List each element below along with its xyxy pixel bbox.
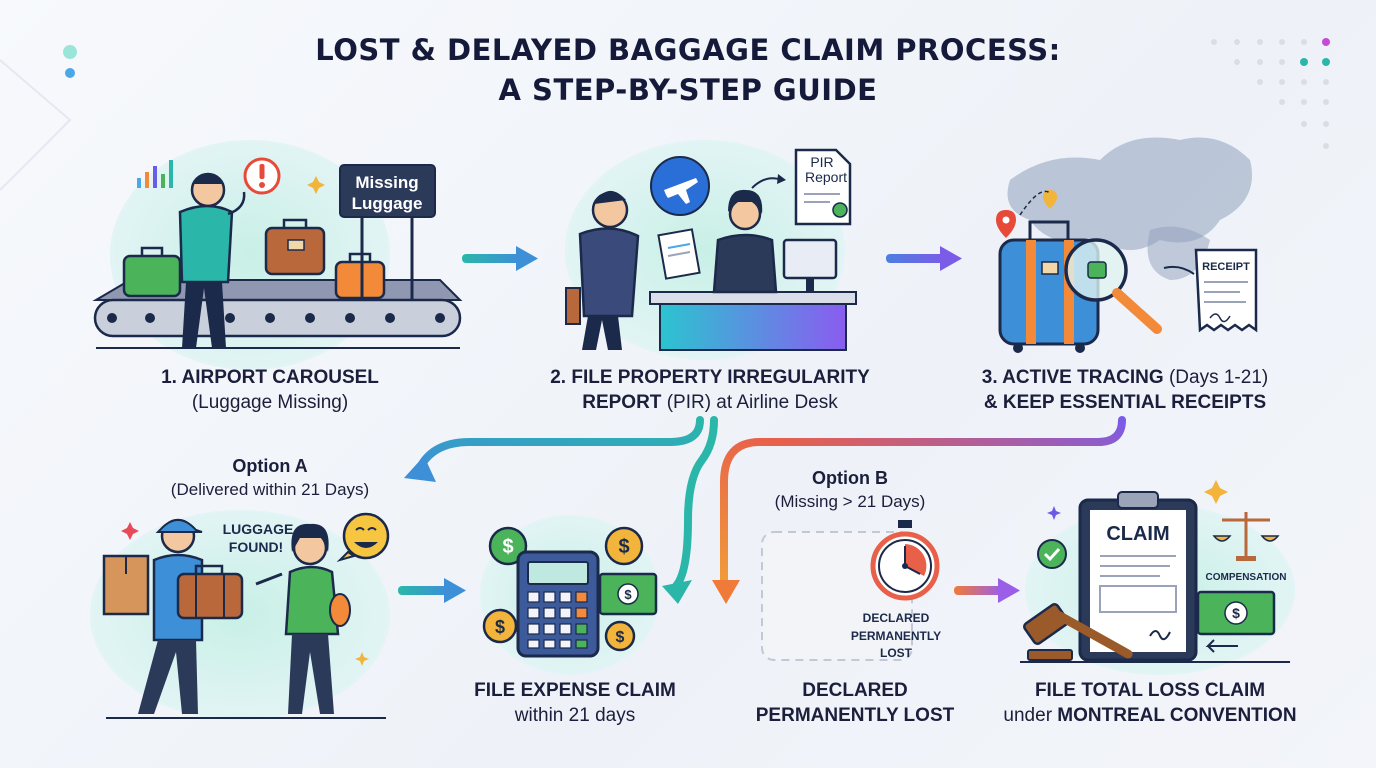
arrow-declared-to-claim — [954, 578, 1020, 603]
step2-caption: 2. FILE PROPERTY IRREGULARITY REPORT (PI… — [525, 365, 895, 415]
declared-line3: LOST — [880, 646, 913, 660]
missing-sign-line1: Missing — [355, 173, 418, 192]
receipt-label: RECEIPT — [1202, 261, 1250, 273]
luggage-found-line2: FOUND! — [229, 539, 283, 555]
svg-text:$: $ — [1232, 605, 1240, 621]
option-b-subtitle: (Missing > 21 Days) — [774, 492, 926, 511]
option-a-illustration: LUGGAGE FOUND! — [90, 510, 390, 720]
step3-illustration: RECEIPT — [996, 137, 1258, 353]
compensation-label: COMPENSATION — [1206, 572, 1287, 583]
arrow-option-a-to-expense — [398, 578, 466, 603]
declared-lost-illustration: DECLARED PERMANENTLY LOST — [761, 520, 941, 661]
step1-caption: 1. AIRPORT CAROUSEL (Luggage Missing) — [140, 365, 400, 415]
claim-subtitle-prefix: under — [1003, 705, 1058, 726]
flow-curve-option-a — [404, 416, 704, 482]
pir-doc-line2: Report — [805, 169, 847, 185]
page-title: LOST & DELAYED BAGGAGE CLAIM PROCESS: A … — [0, 30, 1376, 110]
svg-text:$: $ — [616, 629, 625, 646]
step2-subtitle: (PIR) at Airline Desk — [661, 392, 838, 413]
scale-icon — [1212, 512, 1280, 561]
title-line-1: LOST & DELAYED BAGGAGE CLAIM PROCESS: — [315, 33, 1061, 67]
check-icon — [832, 202, 848, 218]
expense-title: FILE EXPENSE CLAIM — [474, 680, 676, 701]
flow-curve-option-b — [712, 416, 1126, 604]
claim-subtitle-convention: MONTREAL CONVENTION — [1057, 705, 1297, 726]
bar-chart-icon — [137, 160, 173, 188]
svg-text:$: $ — [618, 536, 629, 558]
declared-caption: DECLARED PERMANENTLY LOST — [735, 678, 975, 728]
declared-title-line1: DECLARED — [802, 680, 908, 701]
arrow-step2-to-step3 — [886, 246, 962, 271]
option-a-label: Option A (Delivered within 21 Days) — [140, 455, 400, 501]
step1-title: 1. AIRPORT CAROUSEL — [161, 367, 379, 388]
claim-label: CLAIM — [1106, 523, 1169, 545]
airplane-icon — [650, 156, 710, 216]
declared-line2: PERMANENTLY — [851, 629, 941, 643]
alert-icon — [243, 157, 281, 195]
pir-doc-line1: PIR — [810, 154, 833, 170]
option-a-title: Option A — [232, 456, 308, 476]
decor-dots — [0, 38, 1330, 191]
magnifier-icon — [1064, 238, 1162, 334]
step3-title-line1: 3. ACTIVE TRACING — [981, 367, 1164, 388]
gavel-icon — [1023, 603, 1133, 661]
claim-illustration: CLAIM COMPENSATION $ — [1020, 480, 1295, 675]
location-pin-icon — [996, 210, 1016, 238]
step2-title-line2: REPORT — [582, 392, 662, 413]
step1-subtitle: (Luggage Missing) — [191, 392, 349, 413]
title-line-2: A STEP-BY-STEP GUIDE — [498, 73, 878, 107]
svg-text:$: $ — [495, 617, 505, 637]
claim-caption: FILE TOTAL LOSS CLAIM under MONTREAL CON… — [985, 678, 1315, 728]
arrow-step1-to-step2 — [462, 246, 538, 271]
svg-text:$: $ — [624, 587, 632, 602]
step1-illustration: Missing Luggage — [92, 140, 463, 370]
expense-caption: FILE EXPENSE CLAIM within 21 days — [440, 678, 710, 728]
check-icon — [1037, 539, 1067, 569]
step2-title-line1: 2. FILE PROPERTY IRREGULARITY — [550, 367, 870, 388]
stopwatch-icon — [870, 520, 940, 601]
claim-title: FILE TOTAL LOSS CLAIM — [1034, 680, 1266, 701]
option-a-subtitle: (Delivered within 21 Days) — [170, 480, 370, 499]
declared-title-line2: PERMANENTLY LOST — [755, 705, 955, 726]
receipt-doc: RECEIPT — [1163, 248, 1258, 333]
step3-subtitle: (Days 1-21) — [1163, 367, 1269, 388]
step3-caption: 3. ACTIVE TRACING (Days 1-21) & KEEP ESS… — [955, 365, 1295, 415]
smile-emoji-icon — [336, 512, 390, 563]
missing-sign-line2: Luggage — [352, 194, 423, 213]
expense-subtitle: within 21 days — [514, 705, 636, 726]
step3-title-line2: & KEEP ESSENTIAL RECEIPTS — [983, 392, 1267, 413]
option-b-title: Option B — [812, 468, 888, 488]
flow-curve-to-expense — [662, 416, 718, 604]
pir-report-doc: PIR Report — [794, 148, 852, 226]
option-b-label: Option B (Missing > 21 Days) — [730, 467, 970, 513]
luggage-found-line1: LUGGAGE — [223, 521, 294, 537]
dollar-coin-icon: $ $ $ $ — [482, 526, 644, 652]
step2-illustration: PIR Report — [565, 140, 857, 360]
calculator-icon — [516, 550, 600, 658]
declared-line1: DECLARED — [863, 611, 930, 625]
expense-illustration: $ $ $ $ $ — [480, 515, 660, 675]
svg-text:$: $ — [502, 536, 513, 558]
